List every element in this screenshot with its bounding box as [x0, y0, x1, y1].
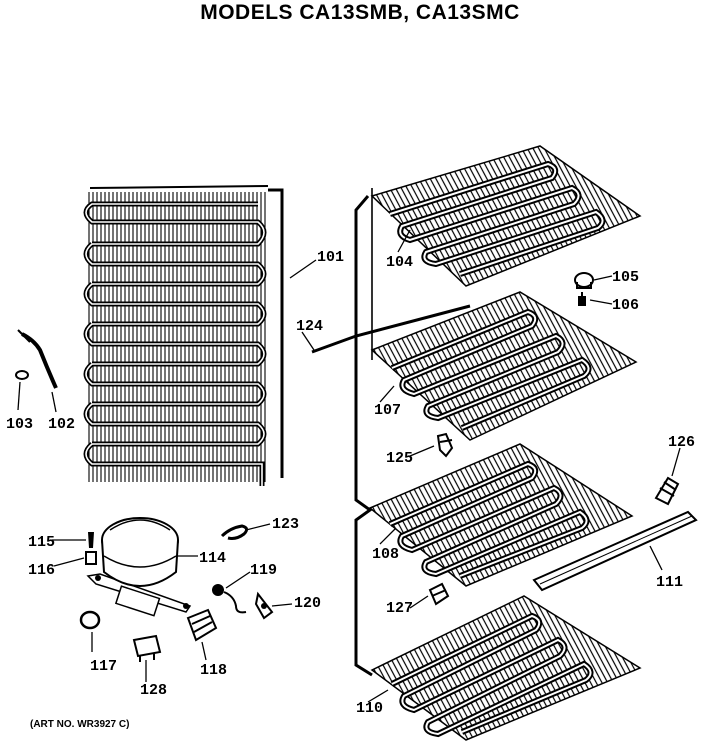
part-123 [220, 524, 249, 540]
leader-lines [17, 229, 681, 703]
label-120: 120 [294, 595, 321, 612]
part-106 [578, 292, 586, 306]
part-105 [574, 272, 594, 289]
clip-103 [15, 370, 29, 380]
evaporator-shelf-4 [370, 595, 642, 741]
tube-124 [311, 304, 471, 354]
part-116 [85, 551, 97, 565]
label-101: 101 [317, 249, 344, 266]
label-114: 114 [199, 550, 226, 567]
callout-labels: 101 102 103 104 105 106 107 108 110 111 … [6, 249, 695, 717]
label-106: 106 [612, 297, 639, 314]
part-126 [654, 476, 680, 506]
art-number: (ART NO. WR3927 C) [30, 719, 130, 730]
evaporator-shelf-1 [370, 145, 642, 287]
part-120 [254, 591, 274, 620]
part-119 [212, 584, 247, 614]
label-110: 110 [356, 700, 383, 717]
part-115 [88, 532, 94, 548]
label-119: 119 [250, 562, 277, 579]
label-108: 108 [372, 546, 399, 563]
label-117: 117 [90, 658, 117, 675]
label-125: 125 [386, 450, 413, 467]
condenser [83, 185, 284, 486]
label-128: 128 [140, 682, 167, 699]
trim-strip [532, 510, 698, 592]
label-124: 124 [296, 318, 323, 335]
evaporator-shelf-3 [368, 443, 634, 587]
label-115: 115 [28, 534, 55, 551]
compressor [86, 517, 192, 617]
label-118: 118 [200, 662, 227, 679]
label-111: 111 [656, 574, 683, 591]
small-parts [15, 272, 680, 662]
part-128 [132, 634, 162, 662]
label-116: 116 [28, 562, 55, 579]
part-125 [436, 432, 454, 458]
evaporator-shelf-2 [370, 291, 638, 441]
label-103: 103 [6, 416, 33, 433]
label-102: 102 [48, 416, 75, 433]
part-117 [79, 610, 101, 630]
diagram-title: MODELS CA13SMB, CA13SMC [200, 1, 520, 24]
part-127 [428, 582, 450, 606]
label-123: 123 [272, 516, 299, 533]
label-107: 107 [374, 402, 401, 419]
label-126: 126 [668, 434, 695, 451]
label-105: 105 [612, 269, 639, 286]
label-104: 104 [386, 254, 413, 271]
evaporator-shelves [354, 145, 642, 741]
label-127: 127 [386, 600, 413, 617]
cord-102 [17, 329, 58, 389]
relay-118 [186, 608, 218, 642]
